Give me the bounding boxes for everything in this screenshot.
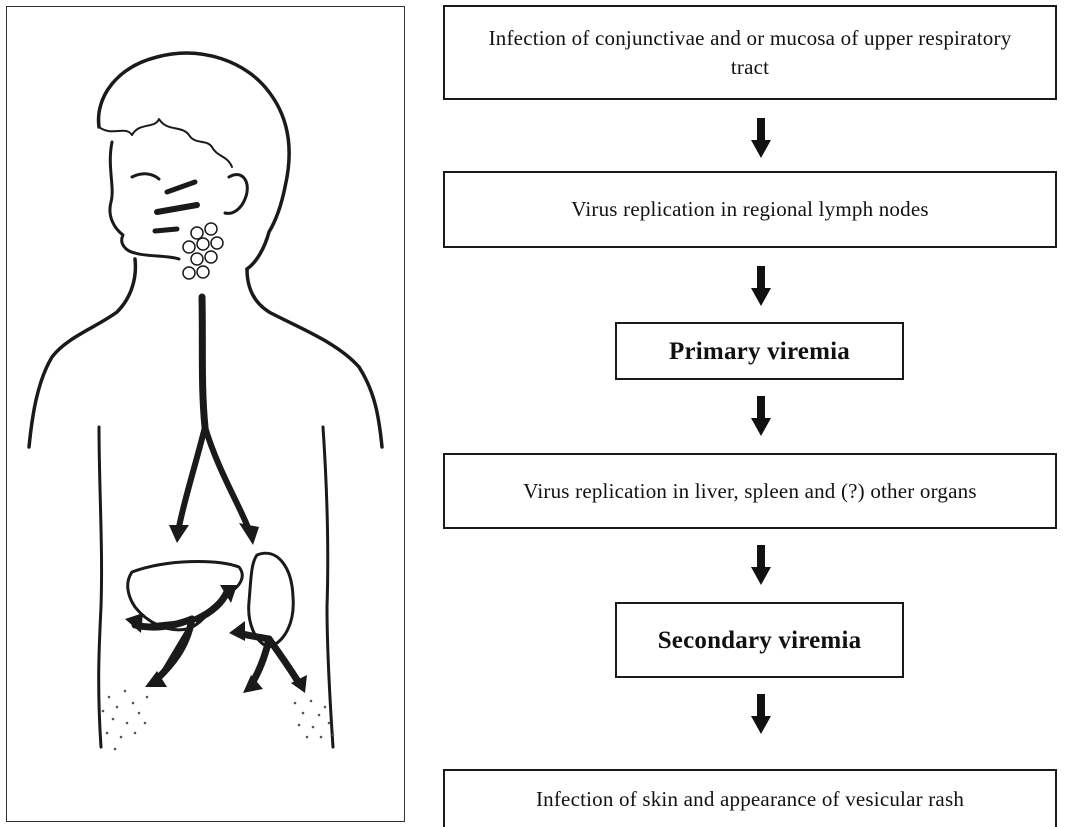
arrowhead-right-icon — [239, 523, 259, 545]
nose-arrow-icon — [155, 229, 177, 231]
head-outline-icon — [99, 53, 290, 269]
child-body-illustration — [7, 7, 406, 823]
step-label: Infection of skin and appearance of vesi… — [536, 785, 964, 814]
step-lymph-node-replication-box: Virus replication in regional lymph node… — [443, 171, 1057, 248]
eye-icon — [132, 174, 159, 179]
step-organ-replication-box: Virus replication in liver, spleen and (… — [443, 453, 1057, 529]
mouth-arrow-icon — [157, 205, 197, 212]
down-arrow-icon — [751, 545, 771, 585]
torso-right-outline — [247, 269, 382, 447]
skin-rash-left-icon — [102, 690, 149, 751]
down-arrow-icon — [751, 694, 771, 734]
step-skin-rash-box: Infection of skin and appearance of vesi… — [443, 769, 1057, 827]
down-arrow-icon — [751, 118, 771, 158]
skin-rash-right-icon — [294, 700, 335, 739]
spleen-icon — [249, 553, 294, 647]
step-label: Infection of conjunctivae and or mucosa … — [480, 24, 1020, 82]
bloodstream-arrow-icon — [202, 297, 205, 427]
step-label: Secondary viremia — [658, 626, 862, 655]
torso-left-side — [99, 427, 102, 747]
torso-right-side — [323, 427, 333, 747]
lymph-node-cluster-icon — [183, 223, 223, 279]
face-profile-icon — [110, 142, 179, 259]
step-label: Virus replication in liver, spleen and (… — [523, 477, 976, 506]
step-infection-conjunctivae-box: Infection of conjunctivae and or mucosa … — [443, 5, 1057, 100]
eye-arrow-icon — [167, 182, 195, 192]
ear-icon — [225, 175, 247, 214]
torso-left-outline — [29, 259, 135, 447]
bloodstream-left-branch — [179, 427, 205, 527]
step-secondary-viremia-box: Secondary viremia — [615, 602, 904, 678]
body-illustration-panel — [6, 6, 405, 822]
step-label: Primary viremia — [669, 337, 850, 366]
down-arrow-icon — [751, 396, 771, 436]
bloodstream-right-branch — [205, 427, 247, 525]
step-label: Virus replication in regional lymph node… — [571, 195, 928, 224]
arrowhead-left-icon — [169, 525, 189, 543]
hair-fringe-icon — [99, 119, 232, 167]
step-primary-viremia-box: Primary viremia — [615, 322, 904, 380]
down-arrow-icon — [751, 266, 771, 306]
